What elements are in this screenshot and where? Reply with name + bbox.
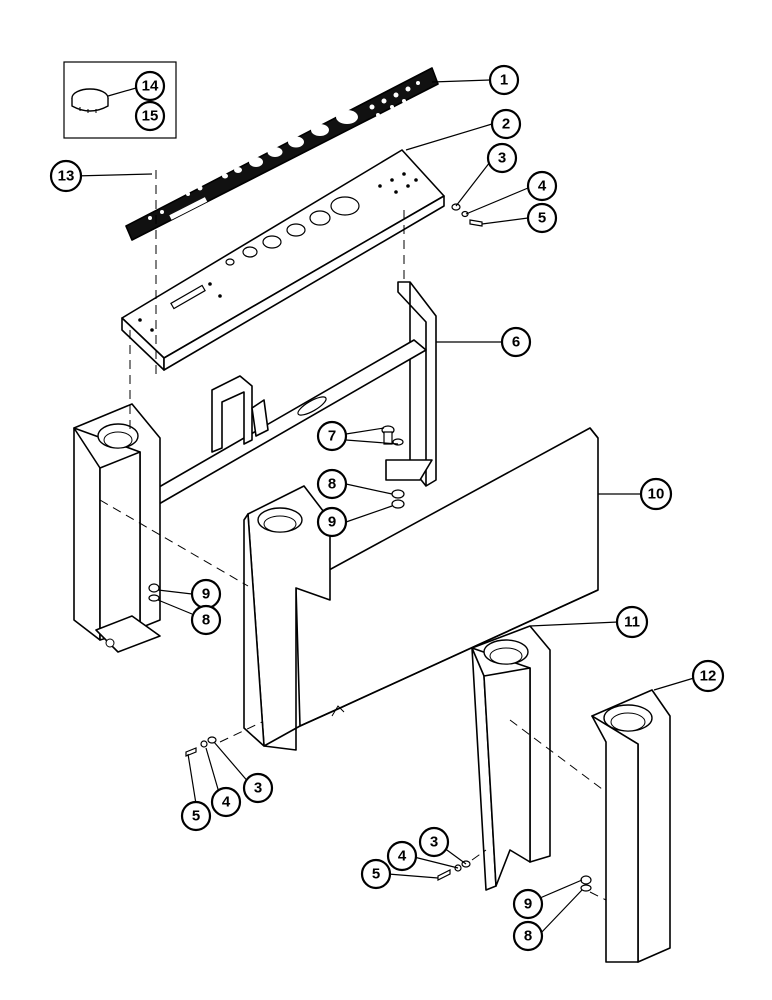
svg-text:3: 3: [498, 150, 506, 167]
svg-text:13: 13: [58, 168, 75, 185]
right-post: [471, 625, 551, 891]
svg-text:5: 5: [192, 808, 200, 825]
left-support-post: [73, 403, 161, 653]
svg-text:10: 10: [648, 486, 665, 503]
callout-15: 15: [134, 100, 166, 132]
svg-text:15: 15: [142, 108, 159, 125]
callout-10: 10: [639, 477, 673, 511]
callout-5: 5: [526, 202, 558, 234]
callout-3: 3: [242, 772, 274, 804]
svg-text:3: 3: [430, 834, 438, 851]
svg-text:9: 9: [328, 514, 336, 531]
svg-text:3: 3: [254, 780, 262, 797]
callout-7: 7: [316, 420, 348, 452]
callout-8: 8: [512, 920, 544, 952]
plug-inset-box: [63, 61, 177, 139]
svg-text:2: 2: [502, 116, 510, 133]
front-panel: [243, 427, 599, 751]
svg-text:4: 4: [538, 178, 547, 195]
callout-1: 1: [488, 64, 520, 96]
svg-text:5: 5: [372, 866, 380, 883]
callout-9: 9: [512, 888, 544, 920]
svg-text:5: 5: [538, 210, 546, 227]
svg-text:1: 1: [500, 72, 508, 89]
svg-text:8: 8: [202, 612, 210, 629]
callout-9: 9: [316, 506, 348, 538]
callout-13: 13: [49, 159, 83, 193]
callout-2: 2: [490, 108, 522, 140]
svg-text:4: 4: [222, 794, 231, 811]
callout-3: 3: [418, 826, 450, 858]
svg-text:8: 8: [328, 476, 336, 493]
callout-4: 4: [386, 840, 418, 872]
leader-lines: [73, 79, 695, 935]
alignment-lines: [99, 170, 607, 901]
callout-4: 4: [210, 786, 242, 818]
callout-5: 5: [180, 800, 212, 832]
callout-3: 3: [486, 142, 518, 174]
svg-text:11: 11: [624, 614, 640, 631]
instrument-panel: [121, 149, 445, 371]
callout-4: 4: [526, 170, 558, 202]
support-bracket: [139, 281, 437, 517]
svg-text:8: 8: [524, 928, 532, 945]
callout-5: 5: [360, 858, 392, 890]
callout-8: 8: [316, 468, 348, 500]
callout-14: 14: [134, 70, 166, 102]
right-cover-post: [591, 689, 671, 963]
svg-text:14: 14: [142, 78, 159, 95]
gasket-strip: [125, 67, 439, 241]
callout-8: 8: [190, 604, 222, 636]
svg-text:9: 9: [524, 896, 532, 913]
svg-text:9: 9: [202, 586, 210, 603]
svg-text:4: 4: [398, 848, 407, 865]
svg-text:7: 7: [328, 428, 336, 445]
callout-12: 12: [691, 659, 725, 693]
callout-9: 9: [190, 578, 222, 610]
callout-11: 11: [615, 605, 649, 639]
svg-text:12: 12: [700, 668, 717, 685]
svg-text:6: 6: [512, 334, 520, 351]
callout-6: 6: [500, 326, 532, 358]
